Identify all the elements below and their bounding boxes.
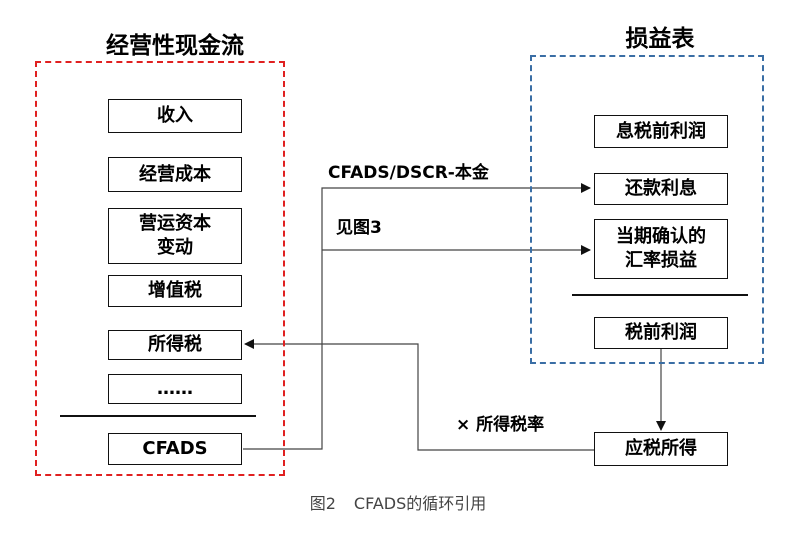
node-revenue: 收入 xyxy=(108,99,242,133)
right-separator-line xyxy=(572,294,748,296)
label-cfads-dscr-principal: CFADS/DSCR-本金 xyxy=(328,163,489,183)
cfads-to-interest-arrow xyxy=(243,183,591,450)
node-vat: 增值税 xyxy=(108,275,242,307)
node-cfads: CFADS xyxy=(108,433,242,465)
node-ebit: 息税前利润 xyxy=(594,115,728,148)
left-separator-line xyxy=(60,415,256,417)
label-see-figure-3: 见图3 xyxy=(336,218,382,238)
figure-caption-text: CFADS的循环引用 xyxy=(353,494,487,513)
right-panel-title: 损益表 xyxy=(625,26,695,52)
node-fx-gain-loss: 当期确认的 汇率损益 xyxy=(594,219,728,279)
left-panel-border xyxy=(35,61,285,476)
figure-number: 图2 xyxy=(309,494,336,513)
node-operating-cost: 经营成本 xyxy=(108,157,242,192)
right-panel-border xyxy=(530,55,764,364)
node-working-capital-change: 营运资本 变动 xyxy=(108,208,242,264)
node-ellipsis: …… xyxy=(108,374,242,404)
node-income-tax: 所得税 xyxy=(108,330,242,360)
figure-caption: 图2 CFADS的循环引用 xyxy=(0,494,796,514)
node-taxable-income: 应税所得 xyxy=(594,432,728,466)
left-panel-title: 经营性现金流 xyxy=(106,33,244,59)
taxable-to-incometax-arrow xyxy=(244,339,594,451)
node-repayment-interest: 还款利息 xyxy=(594,173,728,205)
node-pretax-profit: 税前利润 xyxy=(594,317,728,349)
label-tax-rate: × 所得税率 xyxy=(456,415,545,435)
